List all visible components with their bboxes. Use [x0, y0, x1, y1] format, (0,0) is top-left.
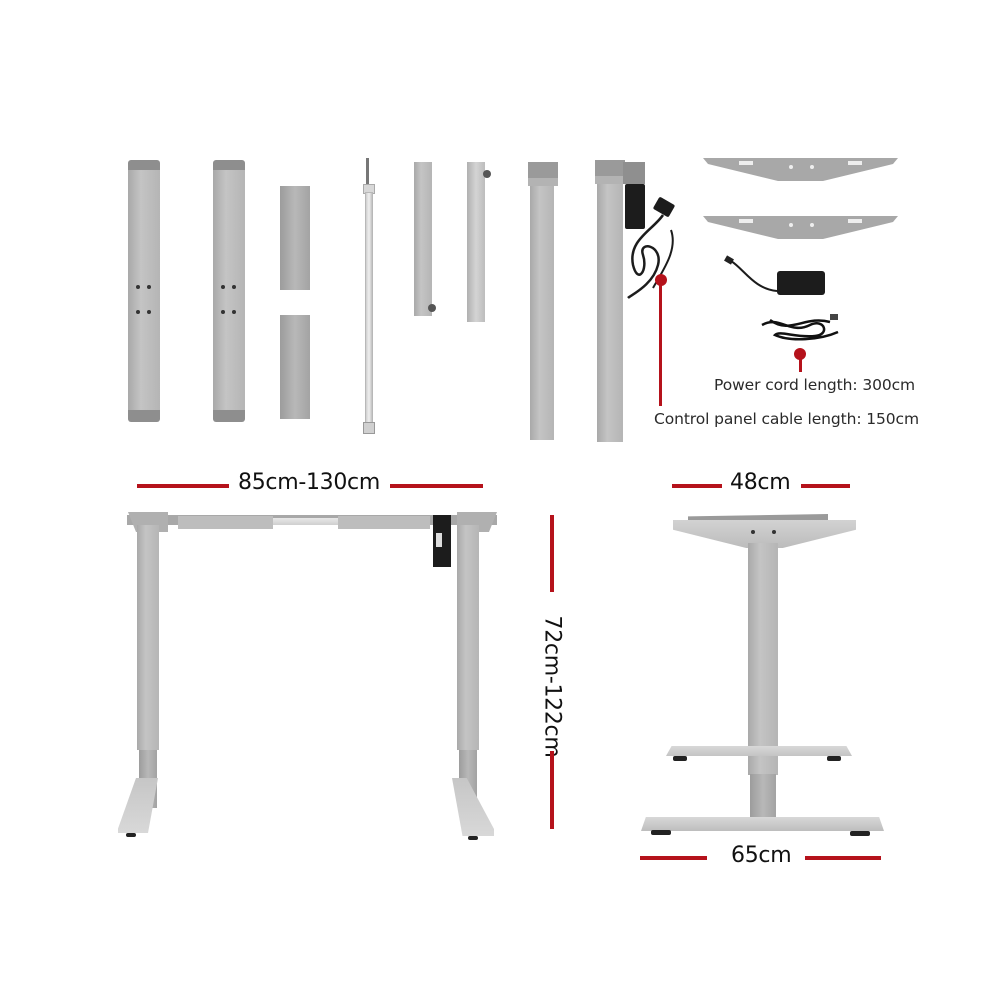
- motor-icon: [625, 184, 645, 229]
- crossbar-end-plate-upper: [280, 186, 310, 290]
- power-cord: [761, 314, 839, 341]
- foot-depth-line-left: [640, 856, 707, 860]
- motor-icon: [433, 515, 451, 567]
- top-depth-line-right: [801, 484, 850, 488]
- width-dimension-label: 85cm-130cm: [238, 470, 380, 495]
- power-cord-callout-line: [799, 356, 802, 372]
- width-dimension-line-right: [390, 484, 483, 488]
- foot-base-2: [703, 216, 898, 239]
- inner-crossbar-tube-1: [414, 162, 436, 316]
- foot-base-1: [703, 158, 898, 181]
- height-dimension-line-top: [550, 515, 554, 592]
- control-cable-note: Control panel cable length: 150cm: [654, 410, 919, 428]
- top-side-bracket-1: [128, 160, 160, 422]
- cable-coil-icon: [627, 214, 674, 299]
- height-dimension-label: 72cm-122cm: [539, 615, 565, 758]
- power-cord-note: Power cord length: 300cm: [714, 376, 916, 394]
- control-cable-marker: [655, 274, 667, 286]
- power-cord-marker: [794, 348, 806, 360]
- foot-depth-label: 65cm: [731, 843, 792, 868]
- drive-shaft-rod: [362, 158, 375, 434]
- lifting-column-plain: [528, 162, 558, 440]
- lifting-column-with-motor: [595, 160, 685, 442]
- top-depth-line-left: [672, 484, 722, 488]
- inner-crossbar-tube-2: [467, 162, 491, 322]
- control-cable-callout-line: [659, 282, 662, 406]
- crossbar-end-plate-lower: [280, 315, 310, 419]
- width-dimension-line-left: [137, 484, 229, 488]
- height-dimension-line-bottom: [550, 751, 554, 829]
- foot-depth-line-right: [805, 856, 881, 860]
- top-depth-label: 48cm: [730, 470, 791, 495]
- power-adapter: [724, 255, 845, 300]
- top-side-bracket-2: [213, 160, 245, 422]
